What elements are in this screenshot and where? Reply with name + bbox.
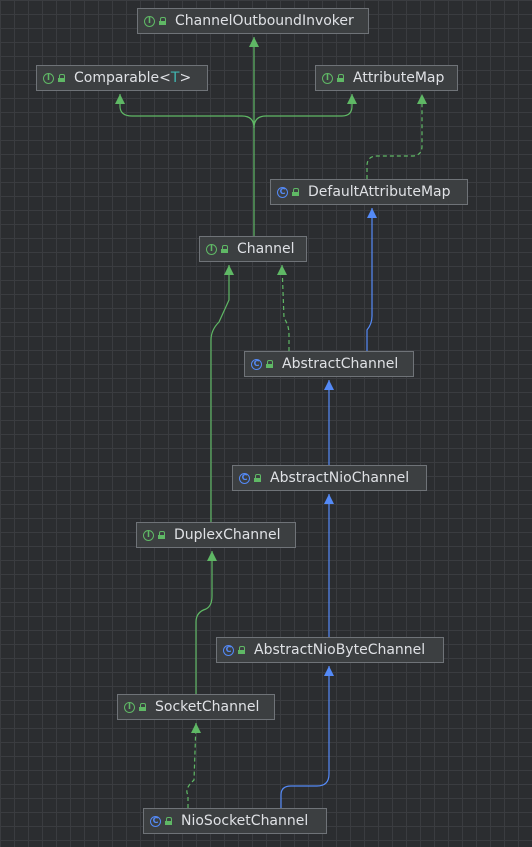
edge-Channel-to-AttributeMap: [253, 94, 353, 129]
arrowhead-SocketChannel-to-DuplexChannel: [207, 551, 217, 561]
node-comparable[interactable]: I Comparable<T>: [36, 65, 208, 91]
arrowhead-AbstractChannel-to-Channel: [277, 265, 287, 275]
public-lock-icon: [58, 74, 66, 82]
node-channel-outbound-invoker[interactable]: I ChannelOutboundInvoker: [137, 8, 369, 34]
public-lock-icon: [238, 646, 246, 654]
arrowhead-NioSocketChannel-to-SocketChannel: [191, 723, 201, 733]
edge-SocketChannel-to-DuplexChannel: [195, 551, 213, 694]
edge-NioSocketChannel-to-AbstractNioByteChannel: [280, 666, 330, 808]
edge-NioSocketChannel-to-SocketChannel: [186, 722, 197, 808]
class-badge-icon: C: [251, 358, 262, 370]
node-label: DuplexChannel: [174, 527, 281, 543]
arrowhead-AbstractNioByteChannel-to-AbstractNioChannel: [324, 494, 334, 504]
node-abstract-nio-byte-channel[interactable]: C AbstractNioByteChannel: [216, 637, 444, 663]
node-label: SocketChannel: [155, 699, 260, 715]
public-lock-icon: [165, 817, 173, 825]
interface-badge-icon: I: [144, 15, 155, 27]
arrowhead-NioSocketChannel-to-AbstractNioByteChannel: [324, 666, 334, 676]
node-label: AbstractNioChannel: [270, 470, 410, 486]
class-badge-icon: C: [223, 644, 234, 656]
node-label: NioSocketChannel: [181, 813, 309, 829]
class-badge-icon: C: [239, 472, 250, 484]
arrowhead-DefaultAttributeMap-to-AttributeMap: [417, 94, 427, 104]
edge-Channel-to-Comparable: [119, 94, 255, 129]
interface-badge-icon: I: [206, 243, 217, 255]
node-channel[interactable]: I Channel: [199, 236, 307, 262]
node-label: DefaultAttributeMap: [308, 184, 451, 200]
public-lock-icon: [292, 188, 300, 196]
node-duplex-channel[interactable]: I DuplexChannel: [136, 522, 296, 548]
public-lock-icon: [139, 703, 147, 711]
node-label: AbstractChannel: [282, 356, 399, 372]
type-parameter: T: [170, 70, 180, 86]
public-lock-icon: [221, 245, 229, 253]
node-default-attribute-map[interactable]: C DefaultAttributeMap: [270, 179, 468, 205]
arrowhead-Channel-to-ChannelOutboundInvoker: [249, 37, 259, 47]
node-label: ChannelOutboundInvoker: [175, 13, 354, 29]
node-nio-socket-channel[interactable]: C NioSocketChannel: [143, 808, 327, 834]
arrowhead-DuplexChannel-to-Channel: [224, 265, 234, 275]
class-badge-icon: C: [150, 815, 161, 827]
node-label: AbstractNioByteChannel: [254, 642, 426, 658]
edge-AbstractChannel-to-Channel: [281, 264, 290, 351]
arrowhead-AbstractNioChannel-to-AbstractChannel: [324, 380, 334, 390]
public-lock-icon: [254, 474, 262, 482]
node-attribute-map[interactable]: I AttributeMap: [315, 65, 458, 91]
node-label: Channel: [237, 241, 295, 257]
arrowhead-AbstractChannel-to-DefaultAttributeMap: [367, 208, 377, 218]
interface-badge-icon: I: [322, 72, 333, 84]
node-label: Comparable: [74, 70, 160, 86]
edge-AbstractChannel-to-DefaultAttributeMap: [366, 208, 373, 351]
public-lock-icon: [158, 531, 166, 539]
node-socket-channel[interactable]: I SocketChannel: [117, 694, 275, 720]
interface-badge-icon: I: [143, 529, 154, 541]
interface-badge-icon: I: [124, 701, 135, 713]
arrowhead-Channel-to-AttributeMap: [347, 94, 357, 104]
class-badge-icon: C: [277, 186, 288, 198]
arrowhead-Channel-to-Comparable: [115, 94, 125, 104]
edge-DefaultAttributeMap-to-AttributeMap: [366, 94, 423, 179]
edge-DuplexChannel-to-Channel: [210, 265, 230, 522]
node-abstract-nio-channel[interactable]: C AbstractNioChannel: [232, 465, 427, 491]
public-lock-icon: [266, 360, 274, 368]
public-lock-icon: [159, 17, 167, 25]
node-abstract-channel[interactable]: C AbstractChannel: [244, 351, 414, 377]
node-label: AttributeMap: [353, 70, 445, 86]
public-lock-icon: [337, 74, 345, 82]
interface-badge-icon: I: [43, 72, 54, 84]
